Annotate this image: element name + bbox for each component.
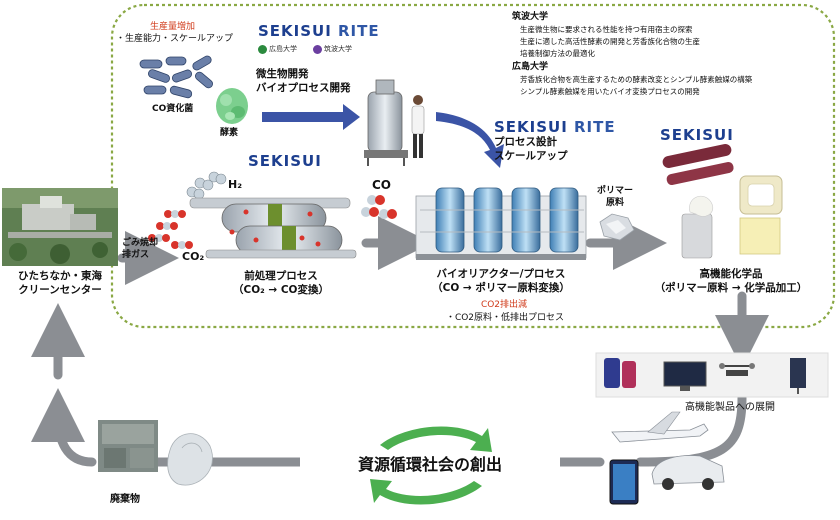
label-chem-2: （ポリマー原料 → 化学品加工）: [654, 282, 808, 294]
label-process-design: プロセス設計: [494, 136, 557, 148]
label-co-bacteria: CO資化菌: [152, 104, 194, 114]
label-co: CO: [372, 178, 392, 192]
pretreatment-reactor-image: [189, 197, 357, 259]
enzyme-image: [216, 88, 248, 124]
label-scale-up: スケールアップ: [494, 150, 568, 162]
label-facility-1: ひたちなか・東海: [18, 270, 102, 282]
gas-molecules: [148, 171, 397, 249]
project-scope-frame: [110, 3, 836, 329]
sekisui-logo-1: SEKISUI: [258, 22, 332, 40]
hiroshima-title: 広島大学: [512, 62, 549, 72]
label-prod-increase: 生産量増加: [150, 22, 196, 32]
rite-logo-2: RITE: [574, 118, 616, 136]
label-waste: 廃棄物: [110, 494, 140, 505]
label-microbe-dev: 微生物開発: [256, 68, 309, 80]
development-arrows: [262, 104, 504, 168]
label-co2: CO₂: [182, 250, 205, 263]
circular-society-arrows: [370, 426, 492, 505]
hiroshima-line-1: 芳香族化合物を高生産するための酵素改変とシンプル酵素触媒の構築: [520, 75, 753, 84]
polymer-raw-image: [599, 213, 635, 241]
tsukuba-line-2: 生産に適した高活性酵素の開発と芳香族化合物の生産: [520, 37, 700, 46]
label-bioprocess-dev: バイオプロセス開発: [256, 82, 351, 94]
bioreactor-plant-image: [415, 187, 587, 260]
label-co2-raw: ・CO2原料・低排出プロセス: [445, 313, 565, 323]
label-polymer-raw-1: ポリマー: [596, 186, 633, 196]
chemical-products-image: [662, 143, 783, 259]
hiroshima-univ-logo: 広島大学: [258, 44, 297, 54]
hiroshima-line-2: シンプル酵素触媒を用いたバイオ変換プロセスの開発: [520, 87, 700, 96]
lab-bioreactor-image: [364, 79, 425, 166]
sekisui-logo-2: SEKISUI: [494, 118, 568, 136]
waste-pile-image: [98, 420, 213, 486]
label-chem-1: 高機能化学品: [699, 268, 763, 280]
co-bacteria-image: [139, 55, 213, 99]
sekisui-logo-4: SEKISUI: [660, 126, 734, 144]
label-waste-gas-2: 排ガス: [122, 250, 150, 260]
label-polymer-raw-2: 原料: [605, 198, 624, 208]
label-pretreat-1: 前処理プロセス: [244, 270, 318, 282]
product-icons: [595, 352, 829, 398]
tsukuba-line-1: 生産微生物に要求される性能を持つ有用宿主の探索: [520, 25, 693, 34]
label-waste-gas-1: ごみ焼却: [122, 238, 159, 248]
label-enzyme: 酵素: [220, 128, 239, 138]
jet-car-tablet-image: [609, 411, 725, 505]
rite-logo-1: RITE: [338, 22, 380, 40]
tsukuba-univ-logo: 筑波大学: [313, 44, 352, 54]
label-facility-2: クリーンセンター: [18, 284, 102, 296]
label-co2-reduction: CO2排出減: [480, 300, 528, 310]
label-h2: H₂: [228, 178, 243, 191]
tsukuba-title: 筑波大学: [512, 12, 549, 22]
sekisui-logo-3: SEKISUI: [248, 152, 322, 170]
label-pretreat-2: （CO₂ → CO変換）: [233, 284, 329, 296]
label-bioreactor-1: バイオリアクター/プロセス: [436, 268, 566, 280]
label-products: 高機能製品への展開: [685, 402, 775, 413]
label-bioreactor-2: （CO → ポリマー原料変換）: [432, 282, 570, 294]
label-society: 資源循環社会の創出: [300, 455, 560, 475]
label-scale-up-capacity: ・生産能力・スケールアップ: [116, 34, 234, 44]
clean-center-photo: [2, 188, 118, 266]
tsukuba-line-3: 培養制御方法の最適化: [520, 49, 595, 58]
